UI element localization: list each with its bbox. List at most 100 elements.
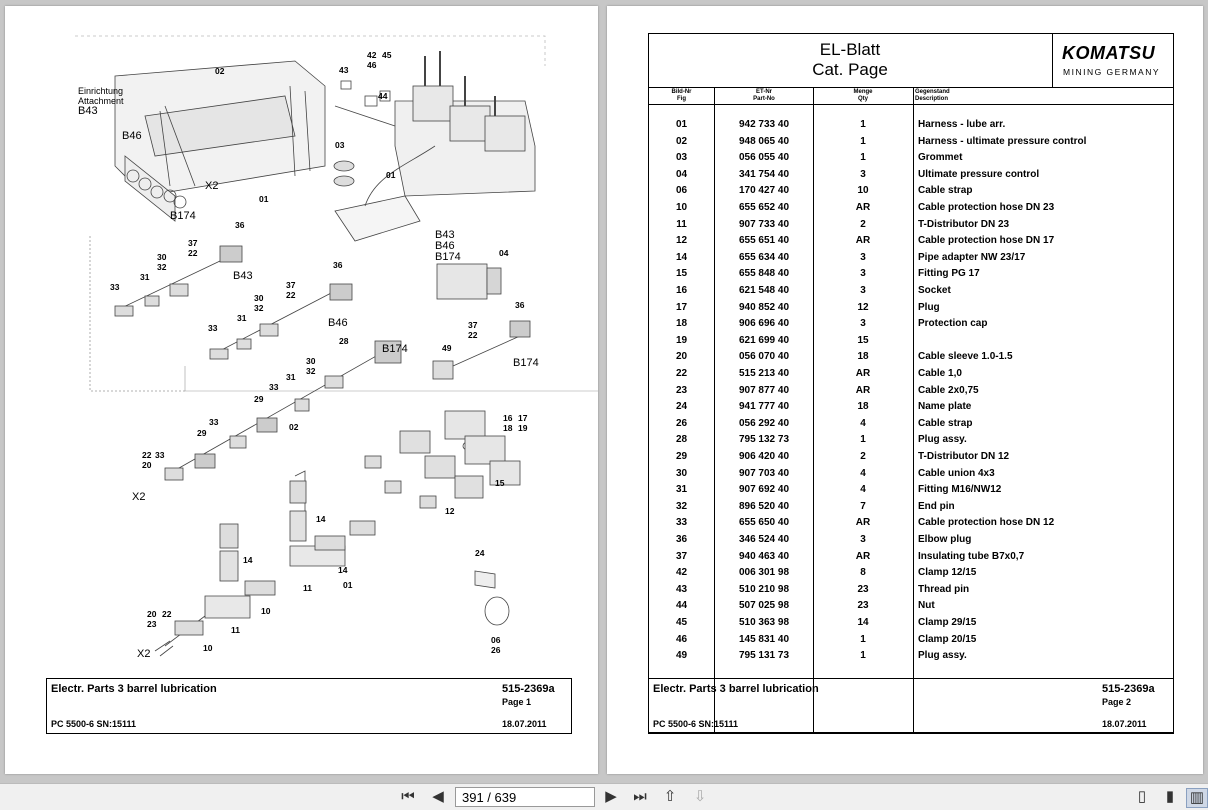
part-no-cell: 907 692 40 — [738, 484, 790, 496]
qty-cell: 1 — [860, 135, 866, 147]
single-page-icon[interactable]: ▯ — [1137, 788, 1147, 805]
qty-cell: 1 — [860, 152, 866, 164]
callout-label: 32 — [254, 303, 264, 313]
callout-label: 14 — [316, 514, 326, 524]
fig-cell: 23 — [675, 384, 688, 396]
fig-cell: 29 — [675, 451, 688, 462]
qty-cell: 3 — [860, 251, 866, 263]
callout-label: X2 — [205, 180, 218, 192]
last-page-icon[interactable]: ⏭ — [633, 788, 647, 805]
callout-label: B43 — [78, 105, 98, 117]
callout-label: 16 — [503, 413, 513, 423]
table-header: EL-Blatt Cat. Page KOMATSU MINING GERMAN… — [649, 34, 1173, 88]
part-no-cell: 056 070 40 — [738, 351, 790, 363]
callout-label: 36 — [333, 260, 343, 270]
description-cell: Clamp 29/15 — [918, 617, 977, 628]
part-no-cell: 907 733 40 — [738, 218, 790, 230]
prev-page-icon[interactable]: ◀ — [432, 788, 444, 805]
callout-label: 19 — [518, 423, 528, 433]
description-cell: T-Distributor DN 12 — [918, 451, 1010, 462]
callout-label: 01 — [386, 170, 396, 180]
callout-label: 24 — [475, 548, 485, 558]
fig-cell: 44 — [675, 600, 688, 612]
qty-cell: 8 — [860, 567, 866, 579]
qty-cell: 1 — [860, 633, 866, 645]
document-number: 515-2369a — [502, 683, 555, 695]
description-cell: Pipe adapter NW 23/17 — [918, 251, 1026, 263]
callout-label: B174 — [170, 210, 196, 222]
part-no-cell: 942 733 40 — [738, 119, 790, 130]
callout-label: 17 — [518, 413, 528, 423]
qty-cell: 23 — [857, 600, 869, 612]
title-line-2: Cat. Page — [812, 60, 888, 79]
continuous-icon[interactable]: ▥ — [1186, 788, 1208, 808]
description-cell: T-Distributor DN 23 — [918, 218, 1010, 230]
fig-cell: 46 — [675, 633, 688, 645]
callout-label: B46 — [122, 130, 142, 142]
callout-label: 36 — [515, 300, 525, 310]
callout-label: B46 — [328, 317, 348, 329]
callout-label: 14 — [243, 555, 253, 565]
fig-cell: 20 — [675, 351, 688, 363]
callout-label: 10 — [261, 606, 271, 616]
title-block: Electr. Parts 3 barrel lubrication 515-2… — [648, 678, 1174, 734]
qty-cell: 7 — [860, 500, 866, 512]
page-up-icon[interactable]: ⇧ — [663, 788, 677, 805]
callout-label: 14 — [338, 565, 348, 575]
fig-cell: 03 — [675, 152, 688, 164]
callout-label: 33 — [155, 450, 165, 460]
fig-cell: 28 — [675, 434, 688, 446]
callout-label: 32 — [157, 262, 167, 272]
description-cell: Cable protection hose DN 12 — [918, 517, 1055, 529]
callout-label: 31 — [140, 272, 150, 282]
description-cell: Cable strap — [918, 185, 973, 197]
part-no-cell: 346 524 40 — [738, 534, 790, 545]
callout-label: 31 — [286, 372, 296, 382]
callout-label: 03 — [335, 140, 345, 150]
callout-label: B174 — [382, 343, 408, 355]
callout-label: X2 — [137, 648, 150, 660]
document-number: 515-2369a — [1102, 683, 1155, 695]
page-down-icon[interactable]: ⇩ — [693, 788, 707, 805]
callout-label: 01 — [259, 194, 269, 204]
callout-label: X2 — [132, 491, 145, 503]
callout-label: 33 — [208, 323, 218, 333]
fig-cell: 16 — [675, 285, 688, 296]
callout-label: 12 — [445, 506, 455, 516]
callout-label: 04 — [499, 248, 509, 258]
two-page-icon[interactable]: ▮ — [1165, 788, 1175, 805]
part-no-cell: 510 210 98 — [738, 583, 790, 595]
next-page-icon[interactable]: ▶ — [605, 788, 617, 805]
callout-label: 44 — [378, 91, 388, 101]
callout-label: B43 — [435, 229, 455, 241]
callout-label: 45 — [382, 50, 392, 60]
qty-cell: 1 — [860, 650, 866, 662]
first-page-icon[interactable]: ⏮ — [401, 788, 415, 805]
qty-cell: 14 — [857, 617, 869, 628]
callout-label: B174 — [435, 251, 461, 263]
qty-cell: 18 — [857, 351, 869, 363]
part-no-cell: 655 652 40 — [738, 202, 790, 213]
qty-cell: 4 — [860, 417, 866, 429]
callout-label: 26 — [491, 645, 501, 655]
qty-cell: 3 — [860, 285, 866, 296]
parts-table: EL-Blatt Cat. Page KOMATSU MINING GERMAN… — [648, 33, 1174, 733]
part-no-cell: 795 132 73 — [738, 434, 790, 446]
page-label: Page 1 — [502, 697, 532, 707]
qty-cell: 4 — [860, 484, 866, 496]
description-cell: Clamp 12/15 — [918, 567, 977, 579]
page-number-input[interactable]: 391 / 639 — [455, 787, 595, 807]
